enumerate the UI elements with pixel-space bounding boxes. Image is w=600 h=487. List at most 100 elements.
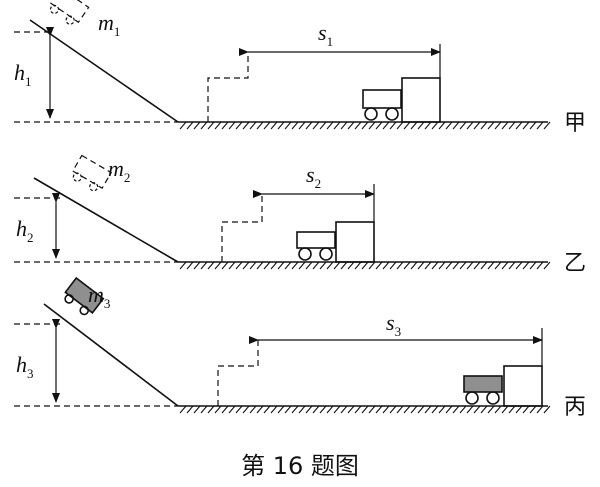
figure-caption: 第 16 题图 [241, 452, 359, 480]
hatch-mark [501, 261, 509, 270]
hatch-mark [249, 121, 257, 130]
hatch-mark [473, 121, 481, 130]
cart-final [362, 89, 402, 121]
hatch-mark [389, 405, 397, 414]
hatch-mark [522, 121, 530, 130]
hatch-mark [214, 405, 222, 414]
hatch-mark [452, 261, 460, 270]
block-initial [207, 52, 249, 122]
hatch-mark [487, 405, 495, 414]
hatch-mark [179, 405, 187, 414]
hatch-mark [466, 121, 474, 130]
hatch-mark [305, 261, 313, 270]
hatch-mark [480, 261, 488, 270]
hatch-mark [375, 261, 383, 270]
hatch-mark [361, 261, 369, 270]
hatch-mark [431, 405, 439, 414]
hatch-mark [515, 121, 523, 130]
ramp [33, 177, 179, 263]
hatch-mark [403, 261, 411, 270]
ground-hatching [179, 261, 551, 270]
hatch-mark [375, 121, 383, 130]
ground-hatching [179, 405, 551, 414]
hatch-mark [235, 261, 243, 270]
hatch-mark [396, 121, 404, 130]
distance-label: s3 [386, 310, 401, 339]
hatch-mark [396, 405, 404, 414]
hatch-mark [501, 405, 509, 414]
hatch-mark [263, 405, 271, 414]
hatch-mark [368, 405, 376, 414]
hatch-mark [312, 405, 320, 414]
block-final [401, 77, 441, 123]
hatch-mark [270, 405, 278, 414]
hatch-mark [529, 121, 537, 130]
hatch-mark [368, 261, 376, 270]
hatch-mark [228, 261, 236, 270]
mass-label: m2 [108, 156, 130, 185]
hatch-mark [487, 261, 495, 270]
hatch-mark [200, 405, 208, 414]
hatch-mark [389, 121, 397, 130]
hatch-mark [480, 121, 488, 130]
hatch-mark [417, 121, 425, 130]
hatch-mark [242, 121, 250, 130]
panel-yi: h2 m2 s2 乙 [14, 154, 586, 276]
hatch-mark [291, 405, 299, 414]
cart-final [463, 375, 503, 405]
hatch-mark [466, 261, 474, 270]
hatch-mark [501, 121, 509, 130]
hatch-mark [368, 121, 376, 130]
hatch-mark [200, 261, 208, 270]
hatch-mark [221, 405, 229, 414]
hatch-mark [284, 261, 292, 270]
hatch-mark [508, 405, 516, 414]
hatch-mark [340, 405, 348, 414]
hatch-mark [291, 121, 299, 130]
ramp [43, 303, 179, 407]
hatch-mark [214, 121, 222, 130]
hatch-mark [431, 121, 439, 130]
hatch-mark [256, 405, 264, 414]
hatch-mark [186, 261, 194, 270]
hatch-mark [207, 121, 215, 130]
block-final [335, 221, 375, 263]
cart-start [64, 276, 105, 316]
hatch-mark [270, 121, 278, 130]
hatch-mark [235, 405, 243, 414]
hatch-mark [312, 121, 320, 130]
hatch-mark [459, 405, 467, 414]
hatch-mark [179, 261, 187, 270]
hatch-mark [179, 121, 187, 130]
hatch-mark [424, 405, 432, 414]
hatch-mark [424, 261, 432, 270]
hatch-mark [480, 405, 488, 414]
hatch-mark [473, 261, 481, 270]
hatch-mark [242, 405, 250, 414]
ground-hatching [179, 121, 551, 130]
hatch-mark [228, 405, 236, 414]
block-initial [221, 194, 263, 262]
block-initial [217, 340, 259, 406]
hatch-mark [347, 261, 355, 270]
hatch-mark [452, 405, 460, 414]
hatch-mark [424, 121, 432, 130]
hatch-mark [354, 261, 362, 270]
hatch-mark [403, 405, 411, 414]
hatch-mark [207, 261, 215, 270]
hatch-mark [361, 405, 369, 414]
hatch-mark [347, 405, 355, 414]
panel-label: 甲 [564, 111, 586, 136]
hatch-mark [438, 121, 446, 130]
hatch-mark [263, 121, 271, 130]
hatch-mark [354, 405, 362, 414]
hatch-mark [522, 261, 530, 270]
hatch-mark [417, 405, 425, 414]
hatch-mark [382, 261, 390, 270]
hatch-mark [214, 261, 222, 270]
hatch-mark [242, 261, 250, 270]
hatch-mark [459, 261, 467, 270]
hatch-mark [284, 405, 292, 414]
hatch-mark [459, 121, 467, 130]
